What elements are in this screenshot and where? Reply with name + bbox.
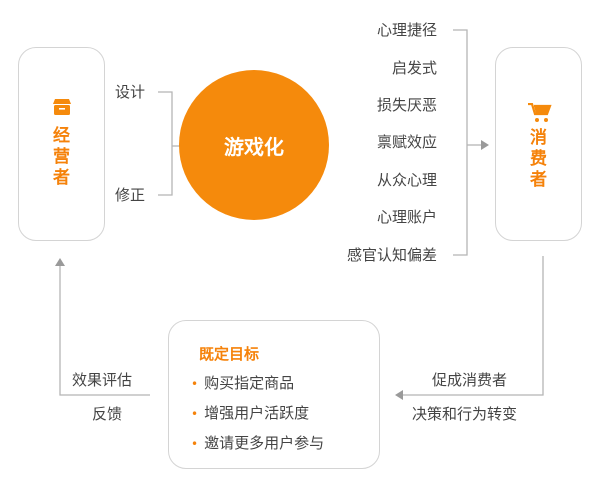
consumer-box: 消 费 者 (495, 47, 582, 241)
goals-box: 既定目标 • 购买指定商品 • 增强用户活跃度 • 邀请更多用户参与 (168, 320, 380, 469)
goal-text: 购买指定商品 (204, 374, 295, 392)
mechanism-bracket (453, 29, 468, 256)
goal-item: • 增强用户活跃度 (191, 402, 309, 423)
title-char: 经 (53, 126, 70, 146)
mechanism-item: 心理捷径 (376, 21, 437, 39)
title-char: 费 (530, 149, 547, 169)
gamification-circle: 游戏化 (179, 70, 329, 220)
center-label: 游戏化 (224, 134, 284, 159)
title-char: 者 (53, 168, 70, 188)
arrow-left-icon (395, 390, 403, 400)
bullet-icon: • (191, 437, 199, 451)
feedback-line (59, 265, 150, 396)
bullet-icon: • (191, 377, 199, 391)
goal-text: 增强用户活跃度 (204, 404, 310, 422)
consumer-outcome-line1: 促成消费者 (432, 371, 508, 389)
shopping-cart-icon (528, 103, 552, 122)
title-char: 消 (530, 128, 547, 148)
mechanism-item: 从众心理 (376, 171, 437, 189)
mechanism-item: 损失厌恶 (376, 96, 437, 114)
feedback-line2: 反馈 (92, 405, 123, 423)
operator-title: 经 营 者 (19, 126, 104, 189)
title-char: 者 (530, 170, 547, 190)
arrow-up-icon (55, 258, 65, 266)
goal-item: • 邀请更多用户参与 (191, 432, 324, 453)
input-revise: 修正 (115, 186, 146, 204)
input-design: 设计 (115, 83, 146, 101)
mechanism-item: 启发式 (391, 59, 437, 77)
mechanism-item: 禀赋效应 (376, 133, 437, 151)
consumer-outcome-line2: 决策和行为转变 (412, 405, 518, 423)
store-icon (53, 99, 71, 115)
operator-box: 经 营 者 (18, 47, 105, 241)
goal-text: 邀请更多用户参与 (204, 434, 325, 452)
input-bracket (158, 91, 173, 196)
bullet-icon: • (191, 407, 199, 421)
mechanism-item: 感官认知偏差 (346, 246, 437, 264)
feedback-line1: 效果评估 (72, 371, 133, 389)
consumer-to-goal-line (402, 256, 544, 396)
arrow-right-icon (481, 140, 489, 150)
consumer-title: 消 费 者 (496, 128, 581, 191)
mechanism-item: 心理账户 (376, 208, 437, 226)
title-char: 营 (53, 147, 70, 167)
goal-item: • 购买指定商品 (191, 372, 294, 393)
goals-title: 既定目标 (199, 345, 260, 363)
